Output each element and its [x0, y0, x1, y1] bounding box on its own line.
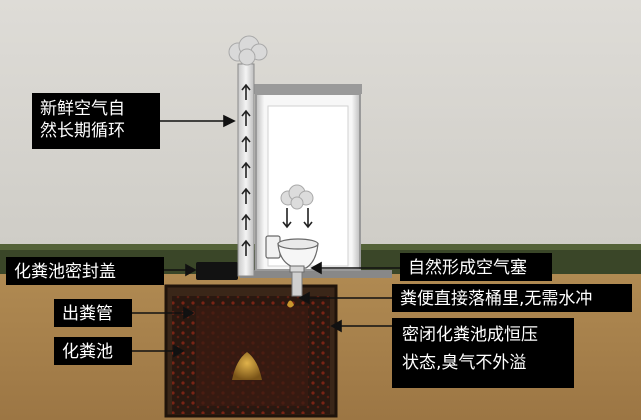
label-air-plug-text: 自然形成空气塞	[408, 258, 527, 278]
label-septic-seal: 化粪池密封盖	[6, 257, 164, 285]
label-fresh-air-line-2: 然长期循环	[40, 121, 125, 141]
label-manure-pipe: 出粪管	[54, 299, 132, 327]
cloud-icon	[228, 35, 268, 66]
label-direct-drop-text: 粪便直接落桶里,无需水冲	[400, 289, 593, 309]
arrowhead-manure-pipe	[183, 306, 195, 320]
label-fresh-air-line-1: 新鲜空气自	[40, 99, 125, 119]
label-constant-pressure-line-2: 状态,臭气不外溢	[402, 353, 527, 373]
arrowhead-septic-seal	[185, 263, 197, 277]
drop-pipe	[291, 271, 303, 297]
label-manure-pipe-text: 出粪管	[62, 304, 113, 324]
arrowhead-septic-tank	[173, 344, 185, 358]
arrowhead-direct-drop	[298, 291, 310, 305]
cloud-icon-small	[280, 184, 314, 210]
arrow-up-icon	[241, 83, 251, 256]
label-fresh-air: 新鲜空气自 然长期循环	[32, 93, 160, 149]
label-constant-pressure-line-1: 密闭化粪池成恒压	[402, 325, 538, 345]
manure-pile-icon	[232, 352, 262, 380]
label-air-plug: 自然形成空气塞	[400, 253, 552, 281]
toilet-icon	[265, 235, 319, 273]
label-septic-tank-text: 化粪池	[62, 342, 113, 362]
arrowhead-air-plug	[310, 261, 322, 275]
cabin-platform	[240, 270, 392, 278]
septic-seal-cover	[196, 262, 238, 280]
label-direct-drop: 粪便直接落桶里,无需水冲	[392, 284, 632, 312]
arrowhead-constant-pressure	[330, 319, 342, 333]
arrowhead-fresh-air	[223, 114, 236, 128]
label-septic-tank: 化粪池	[54, 337, 132, 365]
label-septic-seal-text: 化粪池密封盖	[14, 262, 116, 282]
manure-drop-icon	[287, 300, 294, 308]
label-constant-pressure: 密闭化粪池成恒压 状态,臭气不外溢	[392, 318, 574, 388]
cabin-roof	[252, 84, 362, 94]
arrow-down-icon	[282, 208, 313, 229]
septic-tank-inner	[196, 306, 308, 406]
